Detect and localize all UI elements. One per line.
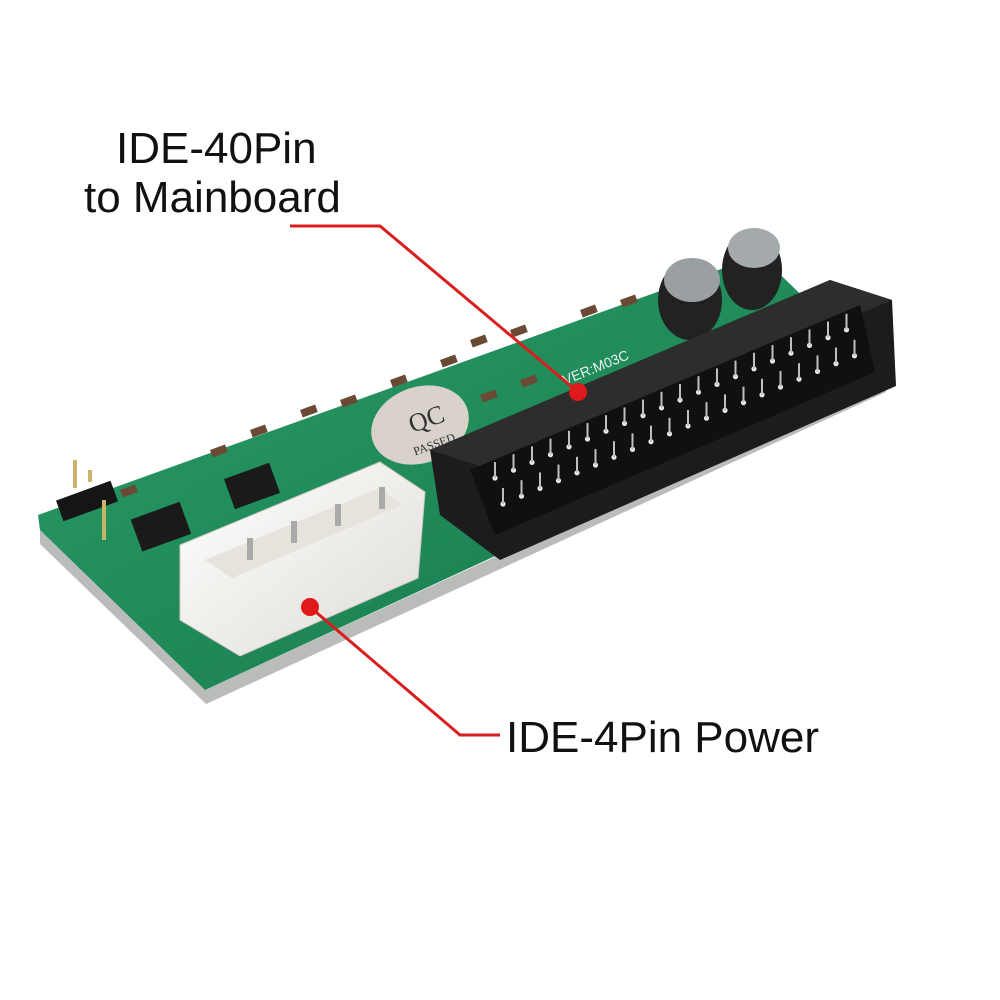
smd-part: [440, 354, 458, 368]
callout-label-ide40-line1: IDE-40Pin: [116, 124, 317, 173]
callout-label-ide40-line2: to Mainboard: [84, 173, 341, 222]
smd-part: [120, 484, 138, 498]
smd-components: [120, 294, 638, 498]
smd-part: [249, 424, 268, 438]
smd-part: [300, 404, 318, 418]
smd-part: [340, 394, 358, 408]
callout-4pin: [301, 598, 500, 737]
smd-part: [480, 389, 498, 403]
smd-part: [209, 444, 228, 458]
capacitors: [658, 228, 782, 340]
ide-40pin-connector: [430, 280, 896, 560]
smd-part: [580, 304, 598, 318]
jumper-header: [55, 460, 119, 540]
smd-part: [620, 294, 638, 308]
molex-4pin-connector: [179, 461, 426, 657]
smd-part: [470, 334, 488, 348]
smd-part: [510, 324, 528, 338]
smd-part: [390, 374, 408, 388]
callout-label-power: IDE-4Pin Power: [506, 713, 820, 762]
callout-40pin: [290, 224, 587, 401]
regulator-chip: [223, 462, 281, 510]
smd-part: [520, 374, 538, 388]
regulator-chip: [130, 501, 192, 552]
